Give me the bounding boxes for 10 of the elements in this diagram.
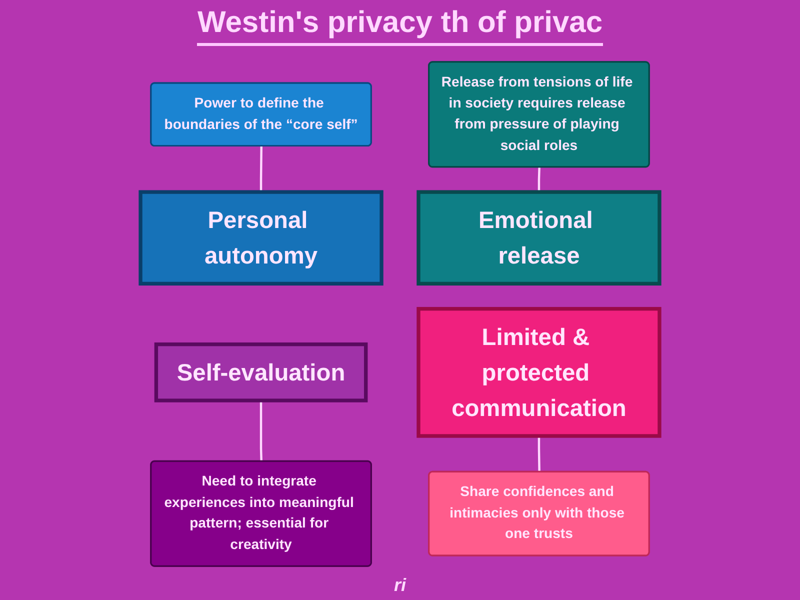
connector	[260, 146, 262, 192]
connector	[538, 436, 540, 472]
node-box: Limited & protected communication	[416, 306, 662, 438]
title: Westin's privacy th of privac	[197, 6, 603, 46]
node-box: Emotional release	[416, 190, 662, 286]
connector	[260, 400, 262, 462]
node-box: Personal autonomy	[138, 190, 384, 286]
node-box: Self-evaluation	[154, 342, 368, 402]
connector	[538, 167, 540, 192]
note-text: ri	[394, 575, 406, 595]
